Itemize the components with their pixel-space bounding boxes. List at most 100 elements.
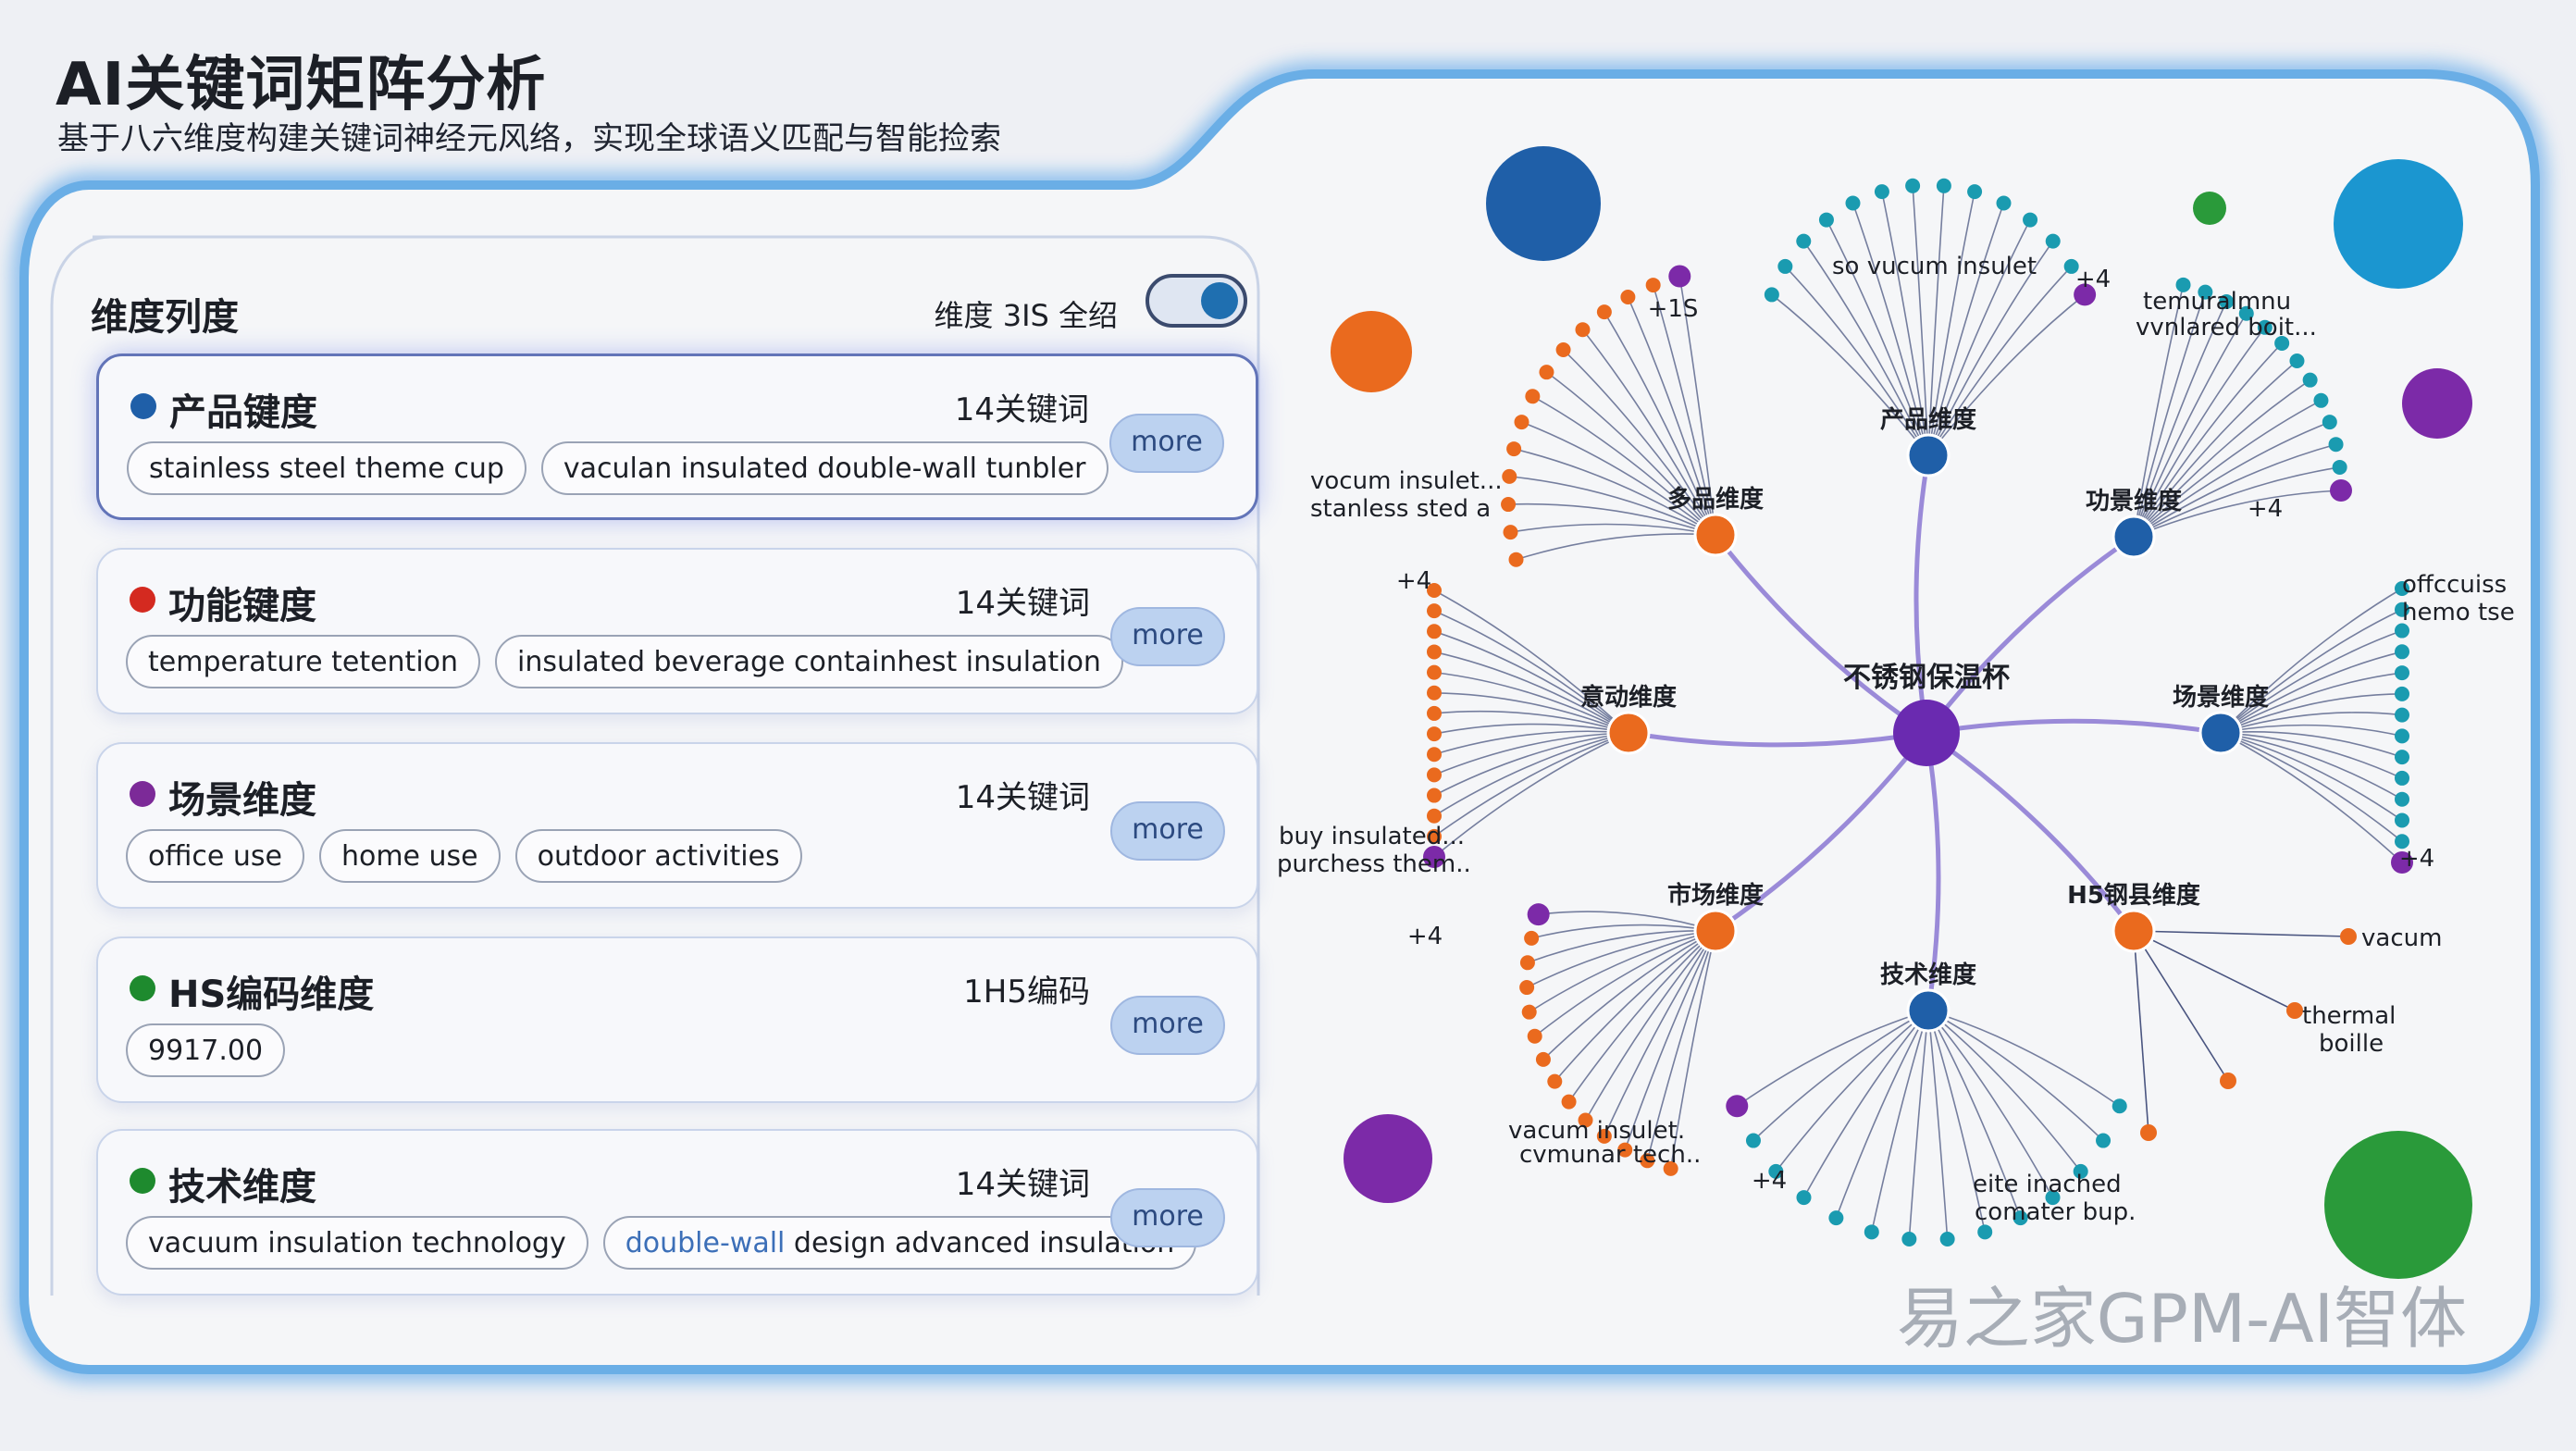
leaf-link (2220, 731, 2403, 758)
keyword-tag[interactable]: vacuum insulation technology (126, 1216, 588, 1270)
panel-meta: 维度 3IS 全绍 (934, 298, 1118, 333)
leaf-link (1927, 1010, 2121, 1107)
leaf-node (1561, 1094, 1577, 1110)
decor-circle (2324, 1131, 2472, 1279)
dimension-card-scene[interactable]: 场景维度 14关键词 office use home use outdoor a… (96, 742, 1258, 909)
hub-label: 场景维度 (2173, 683, 2269, 712)
leaf-node (2140, 1124, 2157, 1141)
leaf-link (1927, 191, 1975, 456)
center-node (1893, 700, 1960, 766)
leaf-node (2322, 415, 2337, 430)
leaf-link (1624, 930, 1716, 1150)
more-button[interactable]: more (1109, 414, 1224, 473)
dimension-card-product[interactable]: 产品键度 14关键词 stainless steel theme cup vac… (96, 353, 1258, 520)
leaf-link (2133, 284, 2185, 538)
decor-circle (2334, 159, 2463, 289)
keyword-tag[interactable]: outdoor activities (514, 829, 802, 883)
leaf-link (1433, 732, 1629, 776)
leaf-link (2133, 360, 2297, 538)
leaf-link (1604, 311, 1716, 536)
leaf-link (1927, 293, 2086, 456)
hub-node (2112, 909, 2156, 953)
leaf-node (2175, 277, 2191, 292)
leaf-label: buy insulated... (1279, 823, 1465, 850)
decor-circle (1331, 311, 1412, 392)
leaf-node (1427, 808, 1442, 824)
leaf-node (1524, 930, 1540, 946)
leaf-link (1784, 266, 1929, 456)
leaf-link (1581, 329, 1716, 536)
leaf-node (1645, 278, 1661, 293)
keyword-tag[interactable]: 9917.00 (126, 1023, 286, 1077)
more-button[interactable]: more (1110, 607, 1225, 666)
hub-link (1926, 718, 2222, 736)
leaf-node (1596, 304, 1612, 320)
keyword-tag[interactable]: home use (318, 829, 501, 883)
leaf-node (1521, 1004, 1537, 1020)
keyword-count: 14关键词 (955, 779, 1090, 816)
leaf-link (2220, 732, 2403, 863)
leaf-link (2220, 732, 2403, 842)
leaf-node (1427, 624, 1442, 639)
dimension-card-technology[interactable]: 技术维度 14关键词 vacuum insulation technology … (96, 1129, 1258, 1296)
leaf-link (1433, 610, 1629, 734)
keyword-tag-row: vacuum insulation technology double-wall… (126, 1216, 1197, 1270)
leaf-node (1427, 644, 1442, 660)
toggle-knob (1201, 282, 1238, 319)
hub-link (1714, 731, 1928, 934)
leaf-node (1427, 603, 1442, 619)
leaf-link (1508, 502, 1716, 536)
leaf-link (1433, 732, 1629, 817)
keyword-tag[interactable]: office use (126, 829, 304, 883)
panel-header: 维度列度 维度 3IS 全绍 (91, 274, 1247, 348)
dimension-card-hs-code[interactable]: HS编码维度 1H5编码 9917.00 more (96, 936, 1258, 1103)
keyword-tag[interactable]: double-wall design advanced insulation (602, 1216, 1197, 1270)
leaf-node (1845, 195, 1861, 211)
leaf-label: vvnlared boit... (2136, 314, 2317, 341)
show-all-toggle[interactable] (1146, 274, 1247, 328)
hub-label: 技术维度 (1880, 961, 1976, 989)
keyword-tag[interactable]: stainless steel theme cup (127, 441, 526, 495)
leaf-link (1927, 203, 2005, 456)
leaf-node (1764, 287, 1779, 303)
overflow-node (1527, 903, 1550, 926)
leaf-link (1927, 1010, 2054, 1198)
hub-node (1906, 433, 1951, 477)
overflow-node (1423, 846, 1445, 868)
keyword-tag[interactable]: temperature tetention (126, 635, 481, 688)
leaf-link (2220, 732, 2403, 822)
hub-label: 功景维度 (2086, 487, 2182, 515)
hub-label: H5钢县维度 (2067, 881, 2200, 910)
leaf-node (2045, 1190, 2061, 1206)
leaf-node (2096, 1133, 2112, 1148)
leaf-node (1508, 552, 1524, 567)
hub-link (1925, 730, 2136, 933)
overflow-node (1726, 1095, 1749, 1118)
leaf-link (1927, 1010, 2082, 1172)
leaf-node (2274, 335, 2290, 351)
center-label: 不锈钢保温杯 (1843, 662, 2010, 694)
leaf-link (2133, 327, 2266, 538)
more-button[interactable]: more (1110, 1188, 1225, 1247)
leaf-link (1509, 476, 1716, 536)
leaf-link (2133, 490, 2342, 538)
leaf-node (1745, 1133, 1761, 1148)
leaf-link (2133, 930, 2149, 1134)
leaf-link (2220, 732, 2403, 779)
leaf-link (1542, 930, 1716, 1060)
keyword-tag[interactable]: insulated beverage containhest insulatio… (495, 635, 1123, 688)
leaf-link (1752, 1010, 1929, 1142)
more-button[interactable]: more (1110, 801, 1225, 861)
more-button[interactable]: more (1110, 996, 1225, 1055)
leaf-link (1669, 930, 1716, 1169)
leaf-link (1927, 185, 1945, 456)
dimension-card-function[interactable]: 功能键度 14关键词 temperature tetention insulat… (96, 548, 1258, 714)
overflow-node (2391, 851, 2413, 874)
leaf-node (1796, 1190, 1812, 1206)
keyword-tag[interactable]: vaculan insulated double-wall tunbler (540, 441, 1108, 495)
hub-node (2112, 515, 2156, 559)
leaf-link (1527, 929, 1716, 964)
leaf-node (2395, 644, 2409, 660)
leaf-node (2395, 812, 2409, 828)
leaf-node (1828, 1210, 1844, 1226)
